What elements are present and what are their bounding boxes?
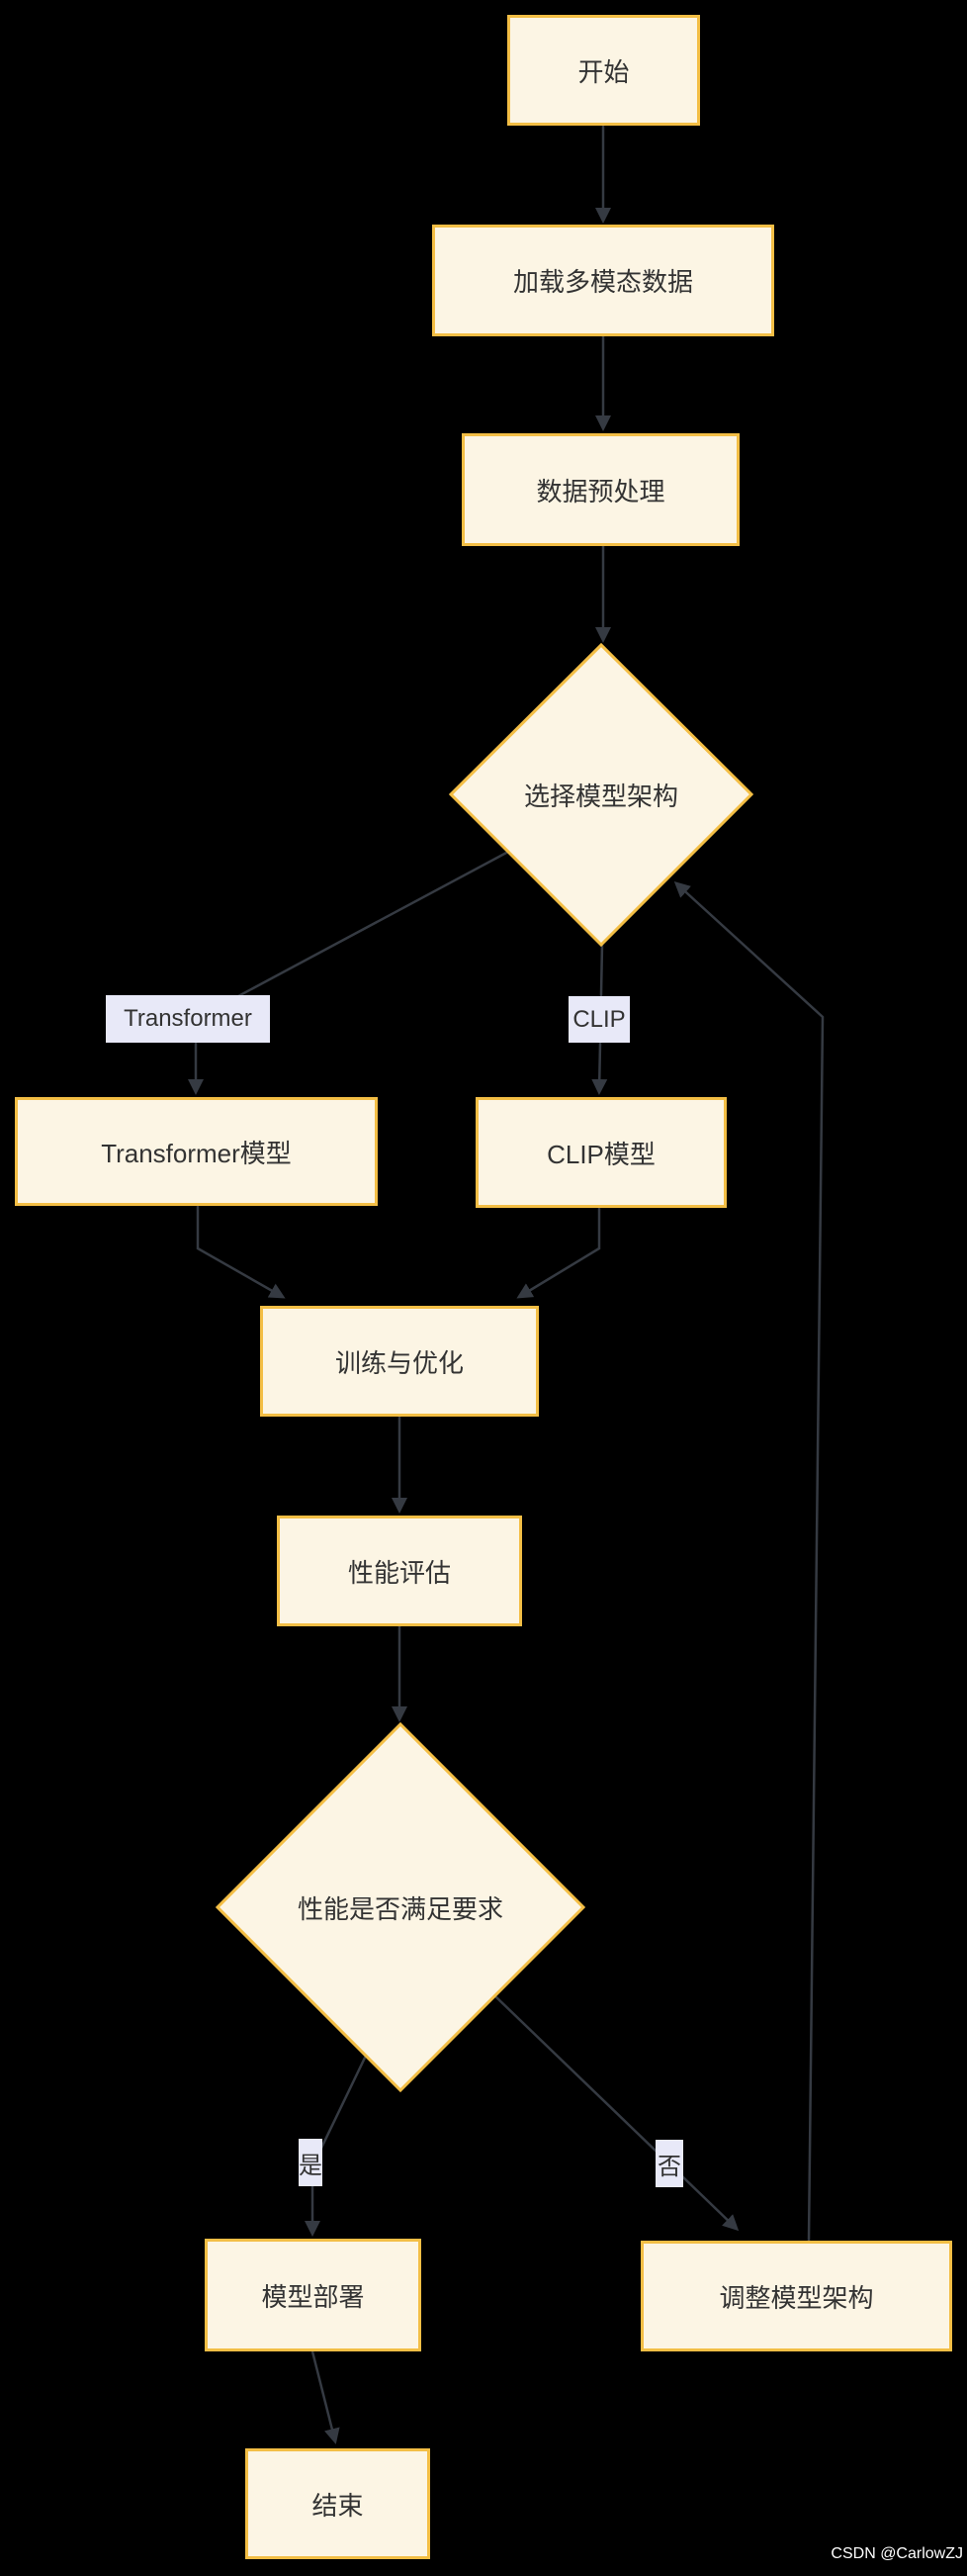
decision-performance-ok-label: 性能是否满足要求 — [203, 1881, 598, 1934]
edge-label-yes: 是 — [299, 2139, 322, 2186]
node-transformer-model-label: Transformer模型 — [101, 1138, 292, 1168]
node-adjust-label: 调整模型架构 — [719, 2282, 874, 2313]
edge-adjust-back-to-choose — [673, 880, 825, 2242]
decision-choose-architecture-shape — [448, 642, 754, 948]
edge-label-clip-text: CLIP — [572, 1005, 626, 1033]
node-preprocess-label: 数据预处理 — [536, 476, 665, 506]
csdn-watermark-text: CSDN @CarlowZJ — [831, 2545, 963, 2562]
csdn-watermark: CSDN @CarlowZJ — [831, 2545, 963, 2563]
edge-deploy-to-end — [310, 2350, 340, 2444]
node-model-deployment: 模型部署 — [205, 2239, 421, 2351]
node-data-preprocessing: 数据预处理 — [462, 433, 740, 546]
decision-choose-architecture-label: 选择模型架构 — [453, 768, 749, 821]
edge-clip-model-to-train — [516, 1208, 601, 1299]
decision-performance-ok-shape — [215, 1721, 586, 2093]
node-deploy-label: 模型部署 — [261, 2281, 365, 2312]
node-performance-evaluation: 性能评估 — [277, 1516, 522, 1626]
edge-label-no-text: 否 — [658, 2153, 681, 2180]
node-clip-model-label: CLIP模型 — [547, 1139, 656, 1169]
edge-choose-to-transformer-model — [188, 850, 509, 1095]
edge-label-transformer: Transformer — [106, 995, 270, 1043]
node-load-label: 加载多模态数据 — [512, 267, 693, 297]
node-load-multimodal-data: 加载多模态数据 — [432, 225, 774, 336]
decision-choose-text: 选择模型架构 — [523, 781, 678, 811]
node-evaluate-label: 性能评估 — [347, 1557, 451, 1588]
edge-decision-no-to-adjust — [494, 1995, 740, 2232]
node-train-optimize: 训练与优化 — [260, 1306, 539, 1417]
decision-performance-text: 性能是否满足要求 — [297, 1893, 503, 1924]
node-clip-model: CLIP模型 — [476, 1097, 727, 1208]
edge-label-clip: CLIP — [569, 996, 630, 1043]
node-start-label: 开始 — [577, 56, 630, 87]
node-end-label: 结束 — [311, 2490, 364, 2521]
node-start: 开始 — [507, 15, 700, 126]
node-transformer-model: Transformer模型 — [15, 1097, 378, 1206]
edge-label-transformer-text: Transformer — [124, 1005, 252, 1032]
edge-label-no: 否 — [656, 2140, 683, 2187]
node-train-label: 训练与优化 — [334, 1347, 464, 1378]
node-adjust-architecture: 调整模型架构 — [641, 2241, 952, 2351]
edge-label-yes-text: 是 — [299, 2152, 322, 2179]
edge-transformer-model-to-train — [196, 1206, 286, 1299]
node-end: 结束 — [245, 2448, 430, 2559]
